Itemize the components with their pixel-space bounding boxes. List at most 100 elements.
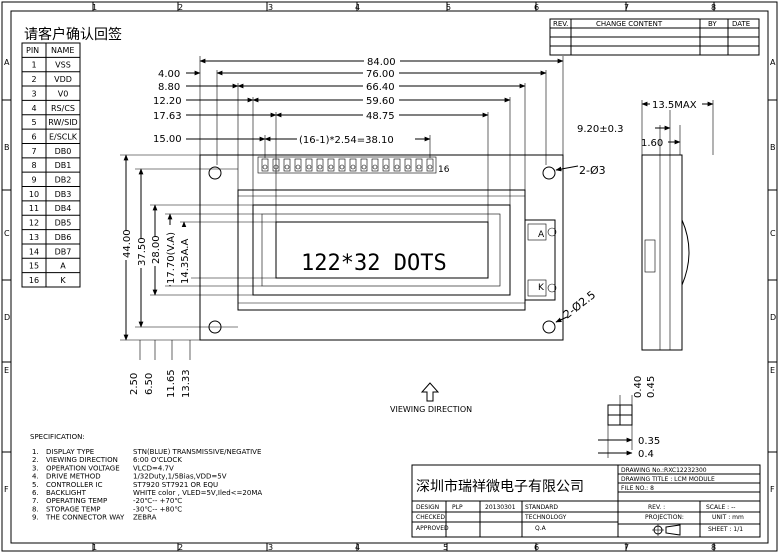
header-pin — [294, 158, 302, 172]
dim-0-45: 0.45 — [646, 376, 657, 398]
unit-label: UNIT : mm — [712, 514, 744, 521]
header-pin — [316, 158, 324, 172]
backlight-tab — [525, 219, 556, 301]
hole-callout-3: 2-Ø3 — [579, 164, 606, 177]
spec-key: STORAGE TEMP — [46, 505, 101, 513]
rev-label: REV. : — [648, 504, 665, 511]
dim-9-2: 9.20±0.3 — [577, 124, 624, 135]
pin-name: K — [60, 276, 66, 285]
viewing-direction-arrow-icon — [420, 382, 440, 402]
dim-13-5max: 13.5MAX — [652, 100, 697, 111]
spec-key: OPERATING TEMP — [46, 497, 107, 505]
spec-value: STN(BLUE) TRANSMISSIVE/NEGATIVE — [133, 448, 261, 456]
border-number-top: 1 2 3 4 5 6 7 8 — [92, 3, 716, 12]
dim-48-75: 48.75 — [366, 111, 395, 122]
pin-number: 13 — [29, 233, 39, 242]
approved-label: APPROVED — [416, 525, 449, 532]
rev-header: REV. — [553, 20, 568, 28]
header-pin — [261, 158, 269, 172]
header-pin — [393, 158, 401, 172]
pin-name: DB1 — [55, 161, 72, 170]
spec-value: VLCD=4.7V — [133, 464, 174, 472]
dim-66-4: 66.40 — [366, 82, 395, 93]
checked-label: CHECKED — [416, 514, 445, 521]
dim-12-2: 12.20 — [153, 96, 182, 107]
zone-bottom-4: 4 — [355, 543, 360, 552]
zone-left-e: E — [4, 366, 9, 375]
dim-11-65: 11.65 — [166, 369, 177, 398]
dim-28: 28.00 — [151, 235, 162, 264]
pin-name: DB7 — [55, 247, 72, 256]
file-no: FILE NO.: 8 — [621, 485, 654, 492]
pin-header-name: NAME — [51, 46, 74, 55]
title-block: 深圳市瑞祥微电子有限公司 DRAWING No.:RXC12232300 DRA… — [411, 464, 761, 538]
mount-hole-bottom-right — [542, 320, 556, 334]
spec-key: DRIVE METHOD — [46, 473, 101, 481]
dim-84: 84.00 — [367, 57, 396, 68]
zone-right-c: C — [770, 229, 776, 238]
dim-44: 44.00 — [122, 229, 133, 258]
header-pin — [272, 158, 280, 172]
pin-name: DB2 — [55, 176, 72, 185]
pin-name: VSS — [55, 61, 71, 70]
lcd-bezel — [237, 189, 526, 311]
zone-top-7: 7 — [624, 3, 629, 12]
pin-header-pin: PIN — [26, 46, 39, 55]
dim-8-8: 8.80 — [158, 82, 180, 93]
pin-number: 4 — [31, 104, 36, 113]
zone-left-f: F — [4, 485, 9, 494]
hole-callout-2-5: 2-Ø2.5 — [561, 288, 598, 321]
scale-label: SCALE : -- — [706, 504, 735, 511]
spec-index: 6. — [32, 489, 39, 497]
spec-index: 4. — [32, 473, 39, 481]
spec-index: 7. — [32, 497, 39, 505]
spec-index: 3. — [32, 464, 39, 472]
pin-name: A — [60, 262, 66, 271]
dim-17-7-va: 17.70(V.A) — [166, 232, 177, 284]
pin-name: DB0 — [55, 147, 72, 156]
pin-table-title: 请客户确认回签 — [24, 26, 122, 43]
pin-number: 10 — [29, 190, 39, 199]
border-number-bottom: 1 2 3 4 5 6 7 8 — [92, 543, 716, 552]
zone-left-c: C — [4, 229, 10, 238]
zone-top-1: 1 — [92, 3, 97, 12]
projection-label: PROJECTION: — [645, 514, 684, 521]
pin-number: 1 — [31, 61, 36, 70]
inner-frame — [10, 10, 769, 544]
spec-value: ST7920 ST7921 OR EQU — [133, 481, 218, 489]
dim-37-5: 37.50 — [137, 237, 148, 266]
viewing-direction: VIEWING DIRECTION — [390, 382, 472, 414]
header-pin — [349, 158, 357, 172]
spec-index: 1. — [32, 448, 39, 456]
spec-value: 6:00 O'CLOCK — [133, 456, 182, 464]
side-view: 13.5MAX 9.20±0.3 1.60 — [577, 98, 714, 351]
pin-number: 12 — [29, 219, 39, 228]
spec-index: 8. — [32, 505, 39, 513]
zone-top-4: 4 — [355, 3, 360, 12]
vertical-dimensions: 44.00 37.50 28.00 17.70(V.A) 14.35A.A — [116, 154, 276, 341]
zone-bottom-7: 7 — [624, 543, 629, 552]
qa-label: Q.A — [535, 525, 547, 532]
company-name: 深圳市瑞祥微电子有限公司 — [416, 478, 584, 495]
dim-17-63: 17.63 — [153, 111, 182, 122]
dim-59-6: 59.60 — [366, 96, 395, 107]
header-pin — [382, 158, 390, 172]
pin-name: V0 — [58, 89, 69, 98]
sheet-label: SHEET : 1/1 — [708, 526, 743, 533]
revision-table: REV. CHANGE CONTENT BY DATE — [549, 18, 760, 56]
header-pin — [360, 158, 368, 172]
standard-label: STANDARD — [525, 504, 558, 511]
lcm-front-view: 16 122*32 DOTS A K 2-Ø3 2-Ø2.5 — [199, 154, 606, 341]
by-header: BY — [708, 20, 717, 28]
spec-key: VIEWING DIRECTION — [46, 456, 118, 464]
pin-name: DB6 — [55, 233, 72, 242]
header-pin — [404, 158, 412, 172]
lcd-active-area — [275, 221, 489, 279]
dim-0-35: 0.35 — [638, 436, 660, 447]
design-value: PLP — [452, 504, 463, 511]
